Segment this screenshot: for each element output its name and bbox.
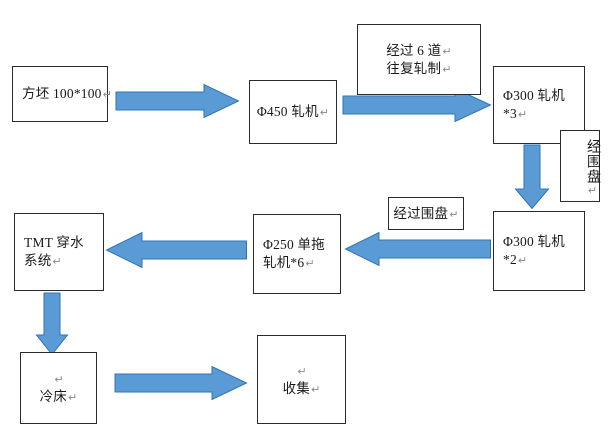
pilcrow-mark: ↵ bbox=[517, 108, 528, 121]
node-mill250-x6-line2: 轧机*6↵ bbox=[263, 255, 315, 270]
node-pass-note[interactable]: 经过 6 道↵ 往复轧制↵ bbox=[357, 24, 481, 95]
node-pass-note-line2: 往复轧制↵ bbox=[386, 60, 452, 76]
arrow-mill300x3-to-mill300x2 bbox=[514, 144, 550, 210]
arrow-left-icon bbox=[344, 231, 491, 267]
node-collect[interactable]: ↵ 收集↵ bbox=[257, 335, 346, 424]
arrow-left-icon bbox=[105, 231, 247, 269]
pilcrow-mark: ↵ bbox=[586, 184, 599, 198]
node-loop-side-line1: 经围盘↵ bbox=[585, 139, 600, 198]
node-mill300-x2-line1: Φ300 轧机 bbox=[503, 234, 565, 250]
pilcrow-mark: ↵ bbox=[442, 44, 452, 58]
pilcrow-mark: ↵ bbox=[305, 257, 315, 270]
node-billet[interactable]: 方坯 100*100↵ bbox=[12, 66, 113, 122]
pilcrow-mark: ↵ bbox=[52, 255, 62, 268]
node-mill300-x3[interactable]: Φ300 轧机 *3↵ bbox=[493, 66, 585, 144]
pilcrow-mark: ↵ bbox=[297, 364, 307, 378]
pilcrow-mark: ↵ bbox=[102, 88, 113, 102]
pilcrow-mark: ↵ bbox=[310, 382, 321, 396]
pilcrow-mark: ↵ bbox=[442, 62, 452, 76]
node-mill300-x3-line2: *3↵ bbox=[503, 106, 528, 121]
node-loop-note[interactable]: 经过围盘↵ bbox=[388, 197, 464, 230]
pilcrow-mark: ↵ bbox=[319, 106, 330, 120]
pilcrow-mark: ↵ bbox=[67, 391, 78, 404]
node-mill300-x2[interactable]: Φ300 轧机 *2↵ bbox=[493, 211, 585, 291]
node-collect-line2: 收集↵ bbox=[282, 380, 321, 396]
node-billet-line1: 方坯 100*100↵ bbox=[22, 86, 113, 102]
node-mill250-x6-line1: Φ250 单拖 bbox=[263, 237, 325, 253]
node-mill450[interactable]: Φ450 轧机↵ bbox=[249, 80, 337, 144]
node-tmt[interactable]: TMT 穿水 系统↵ bbox=[14, 213, 104, 291]
arrow-cooling-bed-to-collect bbox=[114, 365, 248, 401]
node-cooling-bed[interactable]: ↵ 冷床↵ bbox=[20, 352, 97, 424]
node-tmt-line2: 系统↵ bbox=[24, 253, 62, 268]
arrow-down-icon bbox=[514, 144, 550, 210]
pilcrow-mark: ↵ bbox=[449, 207, 459, 221]
arrow-mill250-to-tmt bbox=[105, 231, 247, 269]
node-loop-side[interactable]: 经围盘↵ bbox=[560, 130, 600, 202]
arrow-right-icon bbox=[114, 365, 248, 401]
node-mill250-x6[interactable]: Φ250 单拖 轧机*6↵ bbox=[253, 214, 341, 294]
node-loop-note-line1: 经过围盘↵ bbox=[393, 205, 459, 221]
arrow-right-icon bbox=[115, 83, 240, 119]
node-tmt-line1: TMT 穿水 bbox=[24, 235, 84, 251]
node-mill300-x2-line2: *2↵ bbox=[503, 252, 528, 267]
arrow-billet-to-mill450 bbox=[115, 83, 240, 119]
arrow-tmt-to-cooling-bed bbox=[35, 292, 69, 356]
arrow-down-icon bbox=[35, 292, 69, 356]
node-pass-note-line1: 经过 6 道↵ bbox=[386, 42, 452, 58]
node-mill300-x3-line1: Φ300 轧机 bbox=[503, 88, 565, 104]
pilcrow-mark: ↵ bbox=[54, 373, 64, 387]
node-cooling-bed-blank: ↵ bbox=[21, 370, 96, 388]
pilcrow-mark: ↵ bbox=[517, 254, 528, 267]
node-cooling-bed-line2: 冷床↵ bbox=[39, 389, 78, 404]
node-mill450-line1: Φ450 轧机↵ bbox=[256, 104, 330, 120]
node-collect-blank: ↵ bbox=[258, 362, 345, 380]
arrow-mill300x2-to-mill250 bbox=[344, 231, 491, 267]
